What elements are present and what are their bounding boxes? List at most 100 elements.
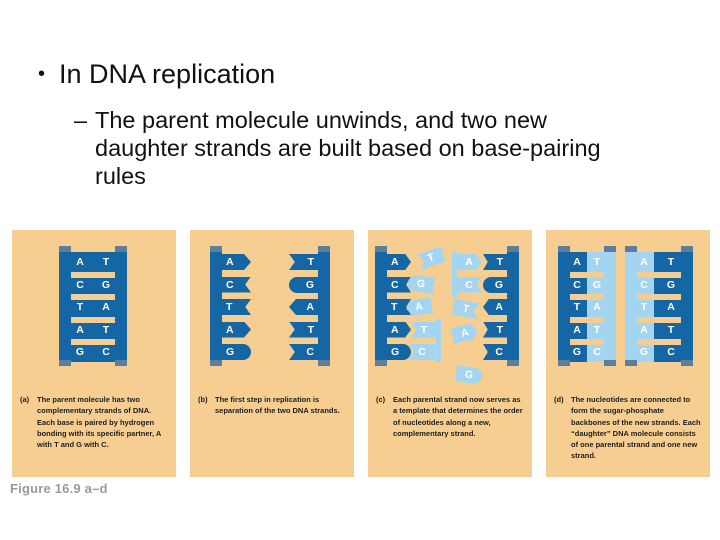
base-letter: C: [593, 346, 601, 358]
base-letter: T: [102, 323, 110, 336]
base-letter: A: [76, 256, 84, 268]
nucleotide: A: [387, 321, 411, 338]
slide-title-row: • In DNA replication: [38, 57, 275, 91]
nucleotide: C: [387, 276, 411, 293]
new-nucleotide: T: [416, 246, 446, 269]
base-letter: A: [640, 256, 648, 268]
new-nucleotide: A: [456, 254, 482, 270]
dash-icon: –: [74, 107, 88, 133]
strand-backbone: [507, 246, 519, 366]
nucleotide: G: [289, 276, 318, 293]
base-letter: T: [667, 323, 675, 336]
nucleotide: A: [289, 299, 318, 315]
rung-gap: [637, 271, 681, 278]
ladder-body: [570, 252, 587, 362]
new-nucleotide: C: [409, 344, 435, 360]
base-letter: T: [667, 256, 675, 268]
backbone-end: [115, 246, 127, 252]
rung-gap: [570, 316, 604, 323]
bullet-icon: •: [38, 63, 46, 85]
base-letter: A: [667, 301, 675, 313]
nucleotide: C: [483, 344, 507, 360]
strand-backbone: [115, 246, 127, 366]
strand-backbone: [681, 246, 693, 366]
backbone-end: [318, 360, 330, 366]
caption-text: The parent molecule has two complementar…: [37, 395, 162, 449]
backbone-end: [604, 246, 616, 252]
nucleotide: T: [289, 254, 318, 270]
base-letter: A: [573, 323, 581, 336]
nucleotide: T: [483, 254, 507, 270]
base-letter: A: [76, 323, 84, 336]
rung-gap: [71, 271, 115, 278]
base-letter: T: [573, 301, 581, 313]
rung-gap: [570, 339, 604, 345]
rung-gap: [71, 339, 115, 345]
nucleotide: T: [387, 299, 411, 315]
base-letter: C: [76, 278, 84, 291]
backbone-end: [115, 360, 127, 366]
backbone-end: [507, 246, 519, 252]
rung-gap: [637, 339, 681, 345]
backbone-end: [558, 360, 570, 366]
caption-text: The nucleotides are connected to form th…: [571, 395, 701, 461]
backbone-end: [210, 246, 222, 252]
ladder-body: [637, 252, 654, 362]
caption-label: (c): [376, 395, 386, 404]
backbone-end: [375, 246, 387, 252]
nucleotide: A: [387, 254, 411, 270]
strand-backbone: [604, 246, 616, 366]
base-letter: T: [76, 301, 84, 313]
nucleotide: G: [222, 344, 251, 360]
base-letter: T: [102, 256, 110, 268]
nucleotide: A: [222, 321, 251, 338]
nucleotide: T: [222, 299, 251, 315]
base-letter: G: [666, 278, 676, 291]
nucleotide: T: [483, 321, 507, 338]
base-letter: C: [667, 346, 675, 358]
strand-backbone: [558, 246, 570, 366]
base-letter: G: [639, 346, 649, 358]
panel-caption: (d) The nucleotides are connected to for…: [554, 394, 704, 462]
rung-gap: [71, 294, 115, 300]
base-letter: G: [75, 346, 85, 358]
nucleotide: G: [483, 276, 507, 293]
backbone-end: [210, 360, 222, 366]
new-backbone-fragment: [436, 319, 441, 362]
nucleotide: C: [222, 276, 251, 293]
base-letter: A: [573, 256, 581, 268]
panel-caption: (c) Each parental strand now serves as a…: [376, 394, 526, 439]
nucleotide: G: [387, 344, 411, 360]
strand-backbone: [375, 246, 387, 366]
backbone-end: [625, 246, 637, 252]
backbone-end: [681, 246, 693, 252]
base-letter: G: [101, 278, 111, 291]
nucleotide: A: [222, 254, 251, 270]
backbone-end: [681, 360, 693, 366]
nucleotide: T: [289, 321, 318, 338]
base-letter: C: [573, 278, 581, 291]
panel-caption: (b) The first step in replication is sep…: [198, 394, 348, 417]
slide-title: In DNA replication: [59, 59, 276, 89]
caption-label: (a): [20, 395, 30, 404]
backbone-end: [59, 246, 71, 252]
rung-gap: [71, 316, 115, 323]
base-letter: G: [592, 278, 602, 291]
backbone-end: [59, 360, 71, 366]
backbone-end: [558, 246, 570, 252]
base-letter: C: [640, 278, 648, 291]
backbone-end: [318, 246, 330, 252]
strand-backbone: [625, 246, 637, 366]
base-letter: A: [593, 301, 601, 313]
nucleotide: C: [289, 344, 318, 360]
base-letter: A: [102, 301, 110, 313]
panel-caption: (a) The parent molecule has two compleme…: [20, 394, 170, 450]
